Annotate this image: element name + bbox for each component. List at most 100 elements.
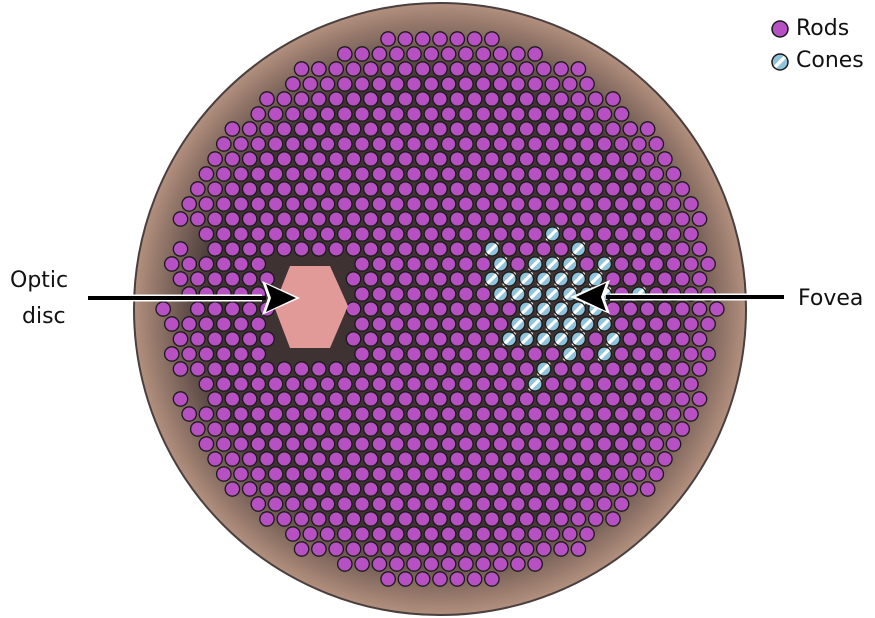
cone-cell <box>561 345 579 363</box>
rod-cell <box>293 61 310 77</box>
rod-cell <box>613 166 630 182</box>
rod-cell <box>484 571 500 587</box>
rod-cell <box>613 196 630 212</box>
rod-cell <box>397 121 414 137</box>
rod-cell <box>328 61 345 77</box>
rod-cell <box>371 196 388 212</box>
rod-cell <box>380 301 396 317</box>
cone-cell <box>526 255 544 273</box>
rod-cell <box>276 181 293 197</box>
rod-cell <box>579 136 595 152</box>
rod-cell <box>648 166 665 182</box>
rod-cell <box>423 496 440 512</box>
rod-cell <box>683 196 699 212</box>
rod-cell <box>259 181 275 197</box>
rod-cell <box>250 436 267 452</box>
rod-cell <box>466 511 483 527</box>
rod-cell <box>293 241 310 257</box>
rod-cell <box>224 181 241 197</box>
rod-cell <box>336 136 353 152</box>
rod-cell <box>215 196 232 212</box>
rod-cell <box>587 91 604 107</box>
rod-cell <box>639 241 656 257</box>
rod-cell <box>215 226 232 242</box>
rod-cell <box>345 421 362 437</box>
rod-cell <box>362 271 379 287</box>
rod-cell <box>259 91 275 107</box>
cone-cell <box>483 240 501 258</box>
rod-cell <box>561 196 578 212</box>
rod-cell <box>553 421 569 437</box>
rod-cell <box>501 451 518 467</box>
rod-cell <box>449 541 466 557</box>
rod-cell <box>440 556 457 572</box>
rod-cell <box>579 436 595 452</box>
cone-cell <box>543 225 562 243</box>
rod-cell <box>657 331 673 347</box>
cone-cell <box>552 270 570 288</box>
rod-cell <box>665 376 682 392</box>
rod-cell <box>691 301 708 317</box>
rod-cell <box>388 106 405 122</box>
rod-cell <box>311 241 327 257</box>
rod-cell <box>267 376 284 392</box>
rod-cell <box>345 91 362 107</box>
rod-cell <box>518 481 535 497</box>
rod-cell <box>233 406 249 422</box>
cone-cell <box>552 330 570 348</box>
rod-cell <box>587 151 604 167</box>
rod-cell <box>380 181 396 197</box>
rod-cell <box>579 526 595 542</box>
rod-cell <box>414 121 431 137</box>
rod-cell <box>596 436 613 452</box>
rod-cell <box>458 466 474 482</box>
rod-cell <box>440 406 457 422</box>
rod-cell <box>605 421 621 437</box>
rod-cell <box>354 556 370 572</box>
rod-cell <box>233 436 249 452</box>
rod-cell <box>319 376 336 392</box>
rod-cell <box>622 121 639 137</box>
rod-cell <box>613 136 630 152</box>
rod-cell <box>492 226 509 242</box>
rod-cell <box>579 376 595 392</box>
rod-cell <box>233 316 249 332</box>
rod-cell <box>285 226 301 242</box>
rod-cell <box>380 211 396 227</box>
rod-cell <box>458 436 474 452</box>
rod-cell <box>224 391 241 407</box>
rod-cell <box>440 376 457 392</box>
rod-cell <box>587 511 604 527</box>
rod-cell <box>466 481 483 497</box>
rod-cell <box>241 331 258 347</box>
rod-cell <box>414 241 431 257</box>
rod-cell <box>319 196 336 212</box>
rod-cell <box>475 76 492 92</box>
rod-cell <box>224 361 241 377</box>
rod-cell <box>605 451 621 467</box>
rod-cell <box>475 256 492 272</box>
rod-cell <box>388 436 405 452</box>
rod-cell <box>345 211 362 227</box>
rod-cell <box>561 466 578 482</box>
rod-cell <box>657 211 673 227</box>
rod-cell <box>458 346 474 362</box>
rod-cell <box>458 106 474 122</box>
rod-cell <box>475 346 492 362</box>
rod-cell <box>293 481 310 497</box>
rod-cell <box>587 391 604 407</box>
rod-cell <box>189 331 206 347</box>
rod-cell <box>561 406 578 422</box>
rod-cell <box>527 406 543 422</box>
rod-cell <box>622 301 639 317</box>
rod-cell <box>233 376 249 392</box>
rod-cell <box>155 301 172 317</box>
rod-cell <box>510 436 526 452</box>
rod-cell <box>432 241 448 257</box>
cones-legend-label: Cones <box>796 48 864 73</box>
rod-cell <box>527 436 543 452</box>
rod-cell <box>613 346 630 362</box>
rod-cell <box>639 481 656 497</box>
rod-cell <box>259 331 275 347</box>
rod-cell <box>380 541 396 557</box>
